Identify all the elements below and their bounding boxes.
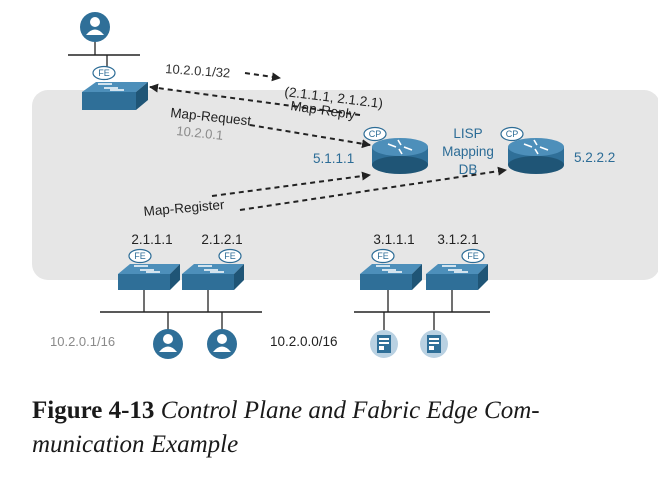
cp-badge-1-text: CP <box>369 129 382 139</box>
cp2-address-label: 5.2.2.2 <box>574 150 615 165</box>
user-left-1-icon <box>153 329 183 359</box>
mapping-db-line3: DB <box>459 162 478 177</box>
prefix-to-rloc-arrow <box>244 72 281 82</box>
map-request-eid-label: 10.2.0.1 <box>176 123 224 143</box>
cp-badge-2-text: CP <box>506 129 519 139</box>
mapping-db-line1: LISP <box>453 126 482 141</box>
edge-right-a-address: 3.1.1.1 <box>373 232 414 247</box>
router-cp2-icon <box>508 138 564 174</box>
switch-left-b-icon <box>182 264 244 290</box>
switch-right-a-icon <box>360 264 422 290</box>
edge-left-a-address: 2.1.1.1 <box>131 232 172 247</box>
top-prefix-label: 10.2.0.1/32 <box>165 61 231 81</box>
fe-badge-left-a-text: FE <box>134 251 146 261</box>
cp-badge-2: CP <box>500 126 524 142</box>
edge-left-b-address: 2.1.2.1 <box>201 232 242 247</box>
fe-badge-top-text: FE <box>98 68 110 78</box>
fabric-region <box>32 90 658 280</box>
switch-left-a-icon <box>118 264 180 290</box>
network-diagram: FE 10.2.0.1/32 (2.1.1.1, 2.1.2.1) Map-Re… <box>32 12 658 359</box>
cp-badge-1: CP <box>363 126 387 142</box>
fe-badge-right-a-text: FE <box>377 251 389 261</box>
top-user-host <box>80 12 110 42</box>
fe-badge-right-b: FE <box>461 248 485 264</box>
mapping-db-label: LISP Mapping DB <box>442 126 494 177</box>
figure-number: Figure 4-13 <box>32 397 155 424</box>
mapping-db-line2: Mapping <box>442 144 494 159</box>
edge-right-b-address: 3.1.2.1 <box>437 232 478 247</box>
fe-badge-top: FE <box>92 65 116 81</box>
fe-badge-left-a: FE <box>128 248 152 264</box>
figure-title-line2: munication Example <box>32 431 239 458</box>
map-request-arrow <box>249 124 371 149</box>
switch-top-icon <box>82 82 148 110</box>
fe-badge-right-b-text: FE <box>467 251 479 261</box>
figure-caption: Figure 4-13 Control Plane and Fabric Edg… <box>32 394 632 462</box>
cp1-address-label: 5.1.1.1 <box>313 151 354 166</box>
fe-badge-right-a: FE <box>371 248 395 264</box>
fe-badge-left-b: FE <box>218 248 242 264</box>
server-right-1-icon <box>370 330 398 358</box>
map-register-label: Map-Register <box>143 197 226 219</box>
user-left-2-icon <box>207 329 237 359</box>
edge-right-subnet-label: 10.2.0.0/16 <box>270 334 338 349</box>
edge-left-subnet-label: 10.2.0.1/16 <box>50 334 115 349</box>
router-cp1-icon <box>372 138 428 174</box>
fe-badge-left-b-text: FE <box>224 251 236 261</box>
server-right-2-icon <box>420 330 448 358</box>
switch-right-b-icon <box>426 264 488 290</box>
figure-title-line1: Control Plane and Fabric Edge Com- <box>160 397 540 424</box>
